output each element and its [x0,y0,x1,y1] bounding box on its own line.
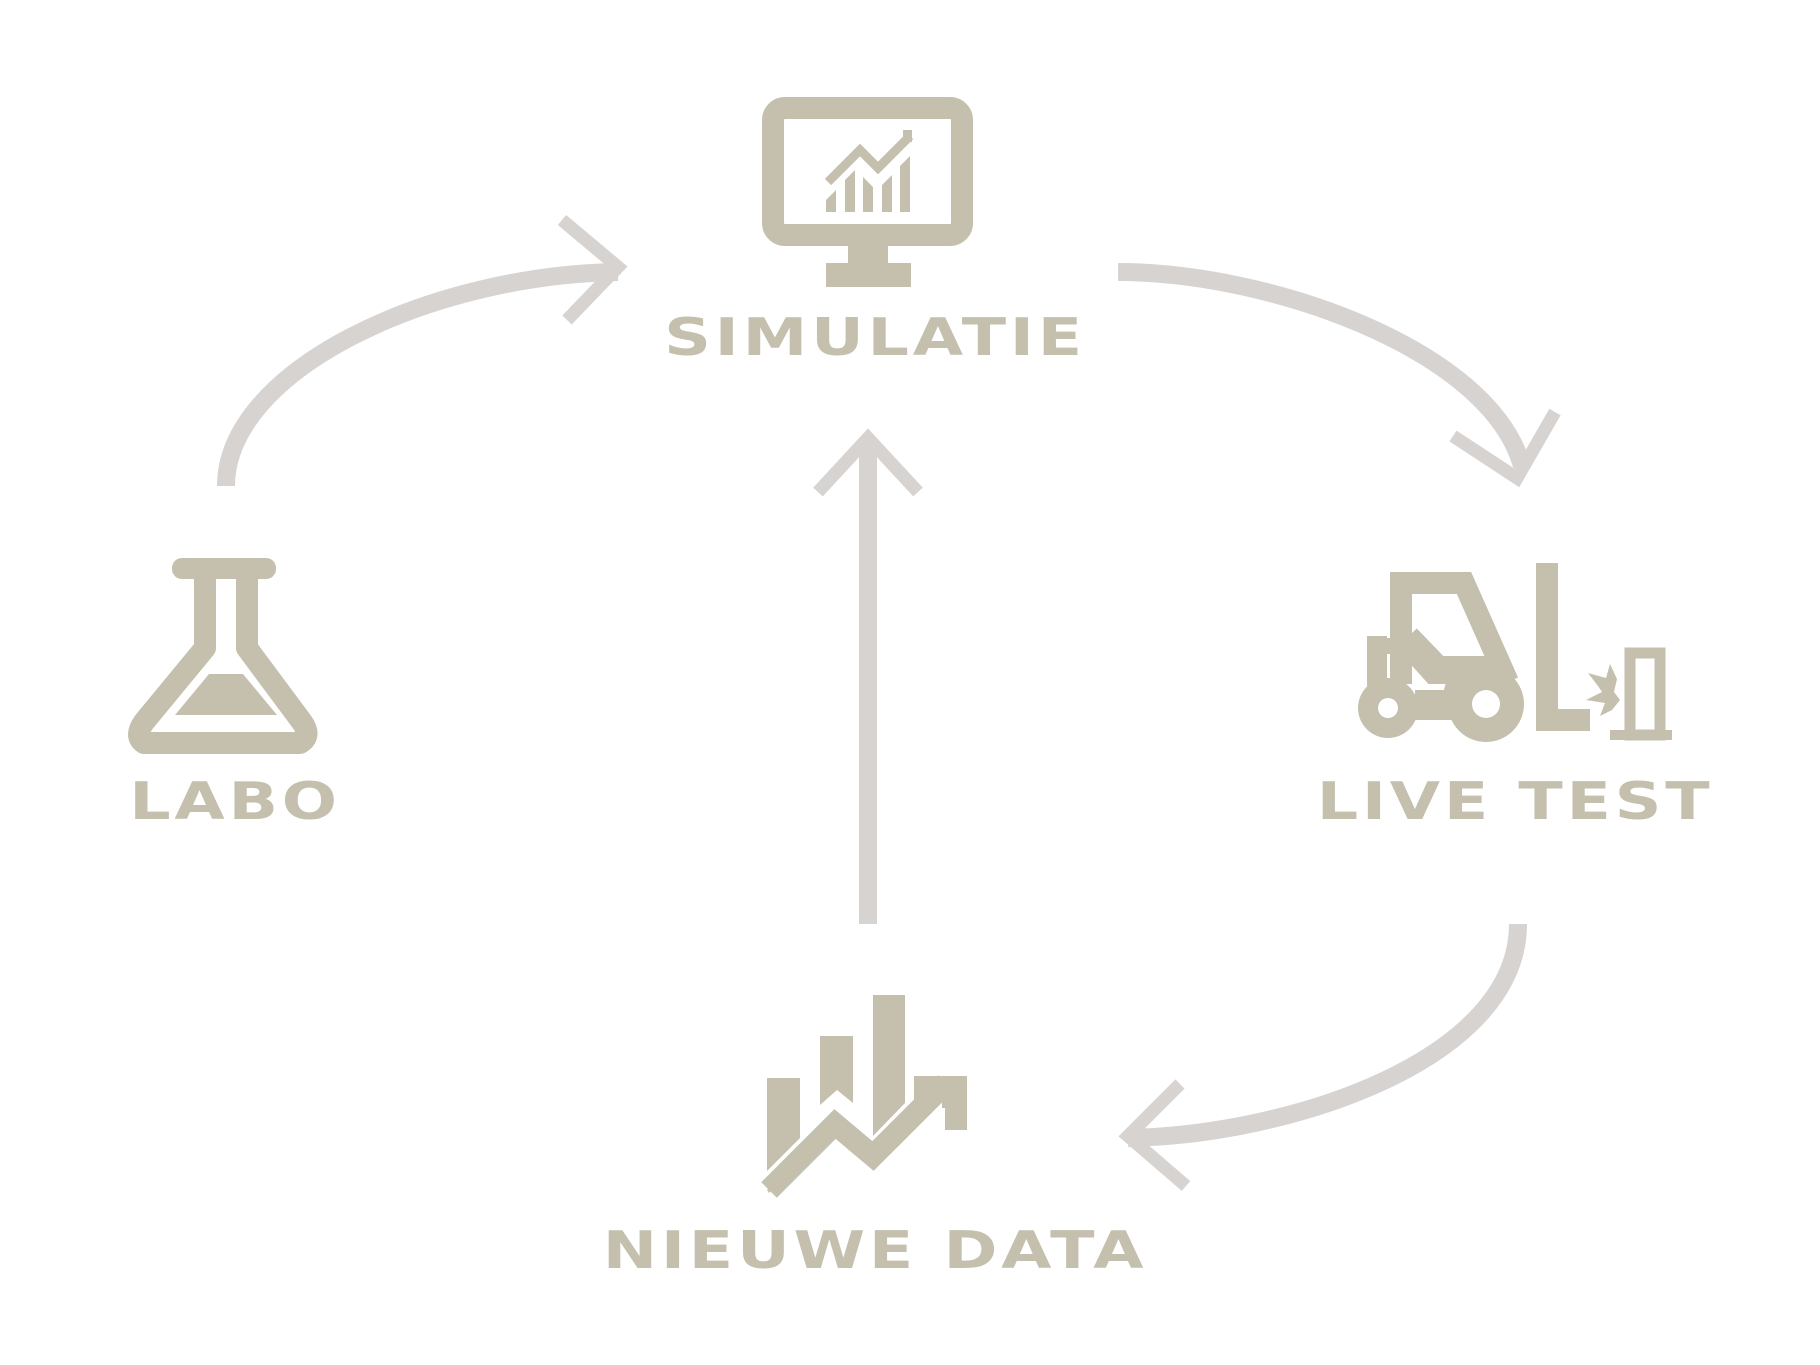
label-nieuwe-data: NIEUWE DATA [602,1221,1148,1281]
bar-chart-growth-icon [761,995,967,1198]
label-live-test: LIVE TEST [1316,772,1714,832]
label-labo: LABO [129,772,341,832]
monitor-chart-icon [762,97,973,287]
arrow-labo-to-simulatie [217,215,628,487]
flask-icon [128,558,318,754]
label-simulatie: SIMULATIE [664,308,1086,368]
arrow-simulatie-to-livetest [1117,263,1561,488]
arrow-livetest-to-nieuwedata [1118,923,1527,1191]
arrow-nieuwedata-to-simulatie [813,428,923,924]
forklift-icon [1358,563,1672,742]
